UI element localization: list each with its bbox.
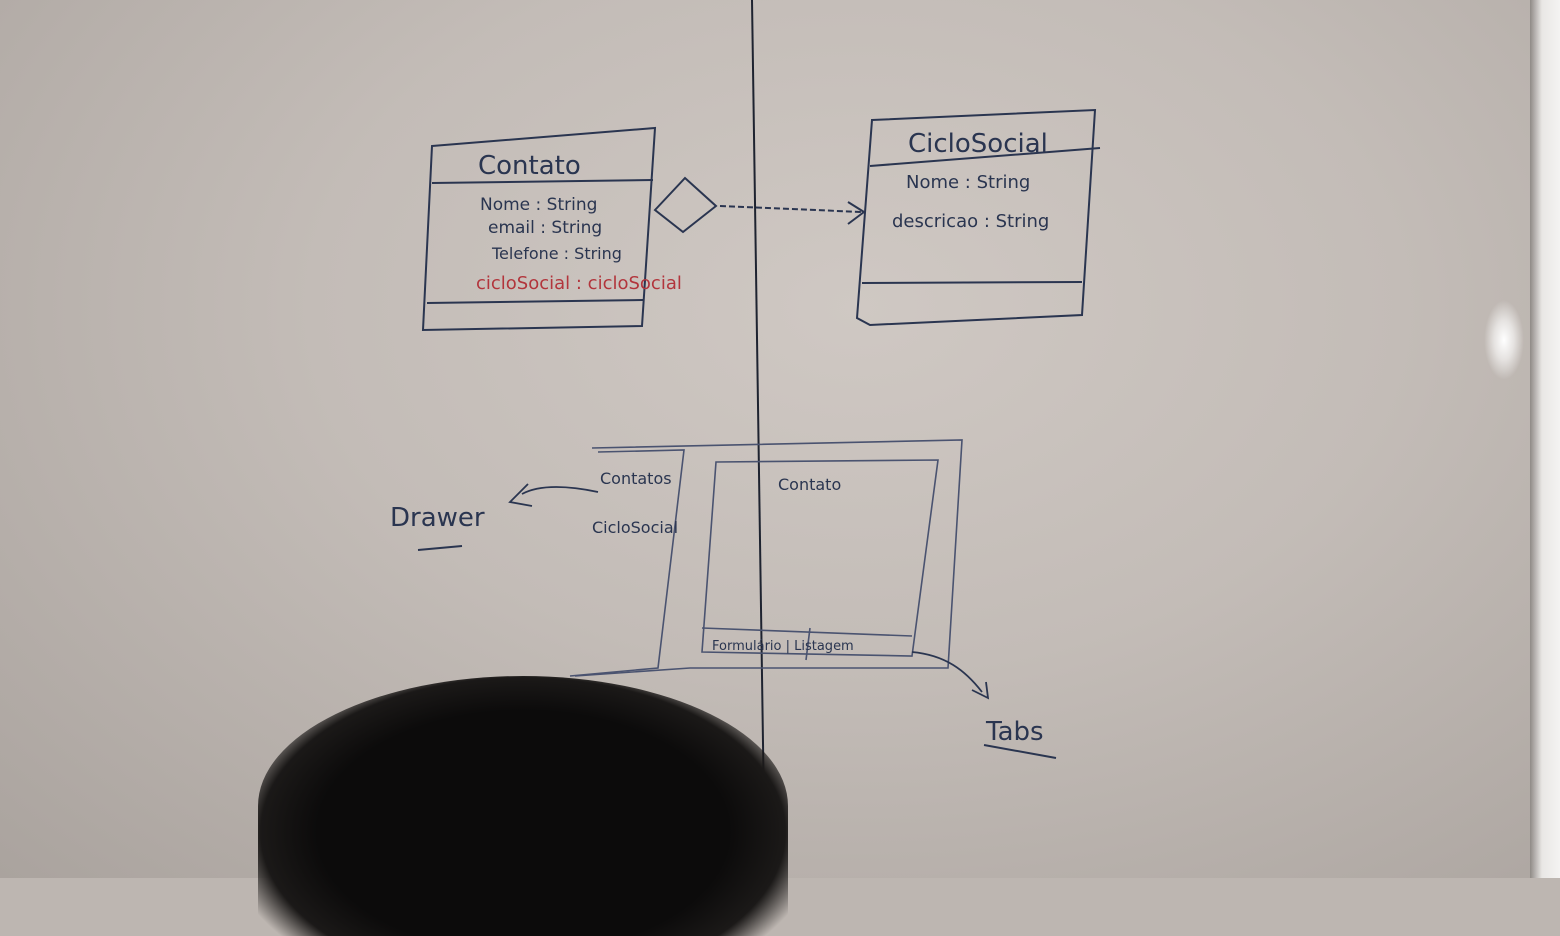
drawer-label: Drawer xyxy=(390,503,485,533)
drawer-panel xyxy=(569,449,685,677)
main-content-panel xyxy=(701,459,939,657)
ciclo-social-class-box: CicloSocial Nome : String descricao : St… xyxy=(855,108,1101,327)
person-head-silhouette xyxy=(258,676,788,936)
ciclo-social-attr-nome: Nome : String xyxy=(906,172,1030,193)
drawer-item-ciclo-social: CicloSocial xyxy=(592,518,678,537)
app-wireframe: Contatos CicloSocial Contato Formulário … xyxy=(569,439,963,677)
whiteboard xyxy=(0,0,1560,878)
tabs-label: Tabs xyxy=(985,717,1044,747)
contato-class-box: Contato Nome : String email : String Tel… xyxy=(421,126,682,332)
ciclo-social-class-title: CicloSocial xyxy=(908,129,1048,159)
drawer-annotation: Drawer xyxy=(390,483,599,551)
ciclo-social-attr-descricao: descricao : String xyxy=(892,211,1049,232)
whiteboard-frame xyxy=(1530,0,1560,878)
main-panel-title: Contato xyxy=(778,475,841,494)
contato-attr-telefone: Telefone : String xyxy=(491,244,622,263)
light-glare xyxy=(1484,300,1524,380)
tabs-annotation: Tabs xyxy=(911,651,1057,759)
tabs-strip-label: Formulário | Listagem xyxy=(712,639,854,654)
contato-attr-ciclo-social: cicloSocial : cicloSocial xyxy=(476,273,682,294)
contato-attr-nome: Nome : String xyxy=(480,195,597,215)
divider-line xyxy=(751,0,766,878)
contato-class-title: Contato xyxy=(478,151,581,181)
aggregation-arrow xyxy=(653,176,866,234)
whiteboard-drawing: Contato Nome : String email : String Tel… xyxy=(390,0,1101,878)
drawer-item-contatos: Contatos xyxy=(600,469,672,488)
contato-attr-email: email : String xyxy=(488,218,602,238)
